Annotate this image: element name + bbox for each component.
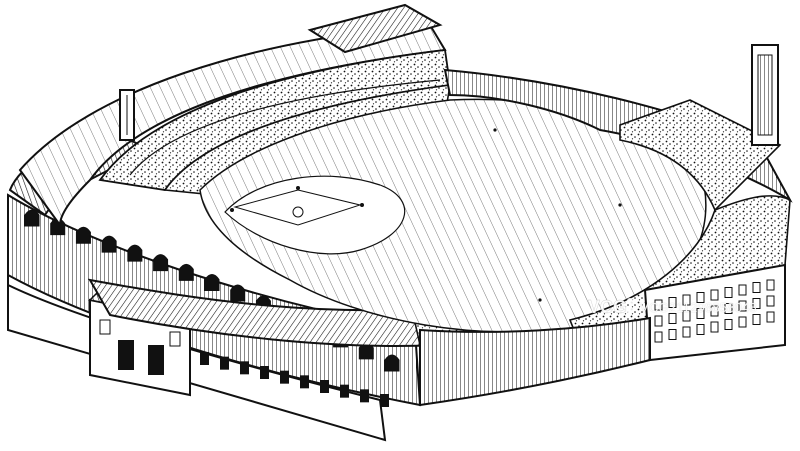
side-window [738,284,747,296]
side-window [668,329,677,340]
side-window [738,316,747,328]
playing-field [199,98,707,333]
arched-window [384,354,400,372]
arched-window [24,209,40,227]
side-window [696,308,705,319]
side-window [654,315,663,327]
side-window [752,298,761,309]
side-window [654,331,663,343]
lower-windows-row [200,352,389,407]
side-window [696,292,705,303]
side-window [724,303,733,314]
side-window [668,297,677,308]
outfield-stands [419,68,793,407]
side-window [752,282,761,293]
vcg-logo-text: VCG [588,297,627,317]
side-window [710,289,719,301]
lower-window [320,380,329,393]
lower-window [280,370,289,384]
side-window [682,326,691,338]
left-tower [119,89,135,141]
side-window [738,300,747,312]
side-window [710,321,719,333]
lower-window [200,352,209,365]
right-side-windows [654,279,775,343]
arched-window [153,254,169,272]
side-window [724,287,733,298]
vcg-logo-mark: VCG [588,297,633,317]
lower-window [360,389,369,403]
side-window [682,310,691,322]
side-window [710,305,719,317]
side-window [654,299,663,311]
lower-window [300,375,309,389]
side-window [668,313,677,324]
watermark: VCG VCG211298858048 [586,282,796,332]
arched-window [101,235,117,253]
side-window [766,311,775,323]
side-window [724,319,733,330]
side-window [682,294,691,306]
arched-window [204,274,220,291]
lower-window [240,361,249,375]
watermark-id: VCG211298858048 [640,299,757,315]
lower-window [220,356,229,370]
side-window [766,279,775,291]
arched-window [127,244,143,262]
arched-window [75,226,91,244]
side-window [752,314,761,325]
side-window [696,324,705,335]
side-window [766,295,775,307]
arched-window [230,284,246,302]
lower-window [340,384,349,398]
lower-window [260,366,269,379]
scoreboard-tower [751,44,779,146]
grandstand-roof [307,3,443,54]
arched-window [178,263,194,281]
lower-window [380,394,389,407]
